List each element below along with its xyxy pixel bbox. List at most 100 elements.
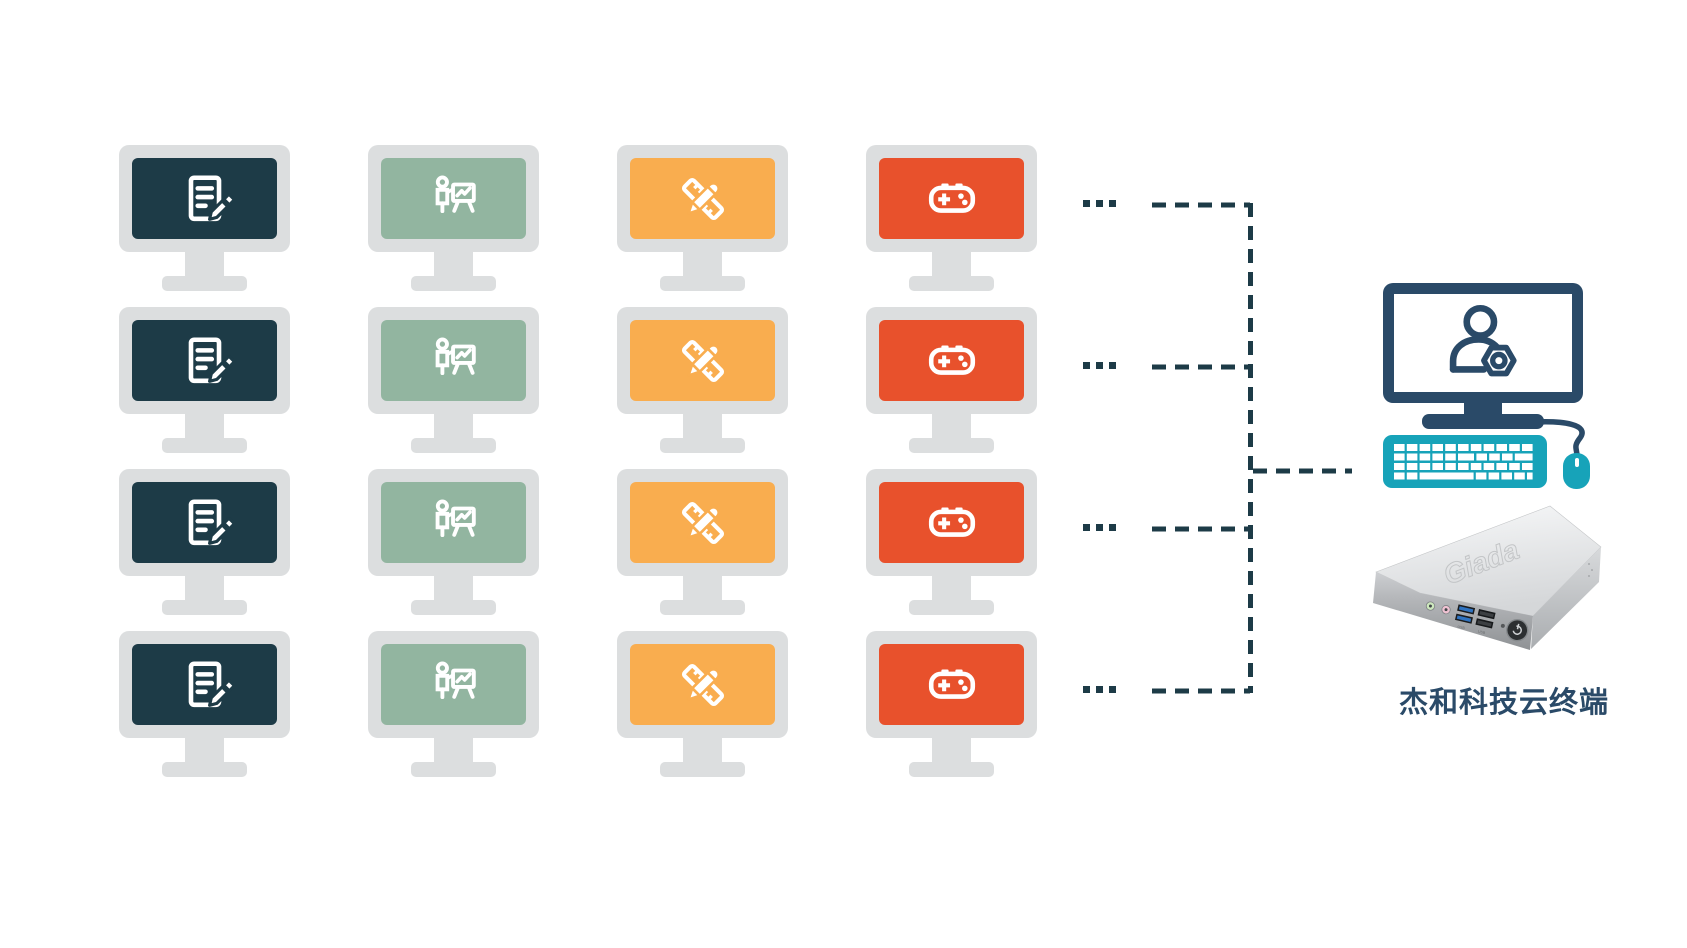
monitor-stand-base bbox=[909, 762, 994, 777]
key-row-spacebar bbox=[1394, 472, 1533, 480]
monitor-stand-base bbox=[162, 276, 247, 291]
client-monitor-design bbox=[617, 145, 788, 291]
client-monitor-presentation bbox=[368, 145, 539, 291]
monitor-bezel bbox=[617, 631, 788, 738]
usb-label-1: USB bbox=[1457, 625, 1466, 631]
monitor-screen bbox=[381, 320, 526, 401]
monitor-screen bbox=[879, 158, 1024, 239]
client-monitor-presentation bbox=[368, 469, 539, 615]
power-button bbox=[1506, 618, 1529, 642]
monitor-stand-neck bbox=[434, 738, 473, 765]
gamepad-icon bbox=[923, 170, 981, 228]
ruler-pencil-icon bbox=[674, 656, 732, 714]
user-settings-icon bbox=[1449, 304, 1517, 377]
monitor-screen bbox=[879, 320, 1024, 401]
reset-hole bbox=[1500, 623, 1505, 628]
monitor-screen bbox=[879, 644, 1024, 725]
client-monitor-design bbox=[617, 307, 788, 453]
monitor-stand-neck bbox=[932, 576, 971, 603]
monitor-screen bbox=[630, 320, 775, 401]
side-vent-dots bbox=[1588, 563, 1593, 577]
document-edit-icon bbox=[176, 656, 234, 714]
document-edit-icon bbox=[176, 494, 234, 552]
admin-monitor-neck bbox=[1464, 400, 1502, 418]
presentation-chart-icon bbox=[425, 170, 483, 228]
monitor-screen bbox=[132, 482, 277, 563]
client-monitor-document bbox=[119, 631, 290, 777]
client-monitor-presentation bbox=[368, 307, 539, 453]
monitor-stand-neck bbox=[683, 738, 722, 765]
monitor-bezel bbox=[866, 469, 1037, 576]
client-monitor-document bbox=[119, 307, 290, 453]
monitor-stand-base bbox=[660, 276, 745, 291]
key-row-2 bbox=[1394, 453, 1533, 461]
monitor-bezel bbox=[617, 469, 788, 576]
monitor-stand-neck bbox=[683, 576, 722, 603]
monitor-stand-base bbox=[162, 438, 247, 453]
dashed-connector-lines bbox=[1152, 202, 1352, 694]
client-monitor-presentation bbox=[368, 631, 539, 777]
cloud-terminal-device: Giada USB USB bbox=[1373, 505, 1602, 650]
mouse-scroll-slit bbox=[1575, 458, 1579, 467]
monitor-stand-base bbox=[909, 276, 994, 291]
monitor-bezel bbox=[368, 631, 539, 738]
monitor-bezel bbox=[119, 469, 290, 576]
monitor-bezel bbox=[866, 145, 1037, 252]
monitor-stand-base bbox=[909, 600, 994, 615]
gamepad-icon bbox=[923, 494, 981, 552]
monitor-screen bbox=[381, 644, 526, 725]
mouse bbox=[1563, 453, 1590, 489]
presentation-chart-icon bbox=[425, 494, 483, 552]
monitor-stand-neck bbox=[434, 252, 473, 279]
monitor-screen bbox=[630, 482, 775, 563]
monitor-stand-base bbox=[660, 600, 745, 615]
monitor-bezel bbox=[368, 469, 539, 576]
key-row-3 bbox=[1394, 463, 1533, 470]
monitor-screen bbox=[132, 158, 277, 239]
monitor-bezel bbox=[368, 145, 539, 252]
monitor-stand-neck bbox=[683, 252, 722, 279]
gamepad-icon bbox=[923, 332, 981, 390]
monitor-stand-base bbox=[909, 438, 994, 453]
monitor-stand-neck bbox=[185, 738, 224, 765]
monitor-stand-base bbox=[660, 438, 745, 453]
monitor-stand-neck bbox=[434, 414, 473, 441]
nut-shape bbox=[1481, 344, 1517, 377]
ruler-pencil-icon bbox=[674, 170, 732, 228]
document-edit-icon bbox=[176, 170, 234, 228]
monitor-stand-neck bbox=[434, 576, 473, 603]
device-front-ports: USB USB bbox=[1425, 601, 1529, 642]
monitor-stand-base bbox=[411, 276, 496, 291]
monitor-stand-base bbox=[660, 762, 745, 777]
document-edit-icon bbox=[176, 332, 234, 390]
monitor-stand-base bbox=[162, 762, 247, 777]
device-side-face bbox=[1531, 547, 1601, 649]
monitor-stand-neck bbox=[932, 252, 971, 279]
ruler-pencil-icon bbox=[674, 494, 732, 552]
monitor-stand-neck bbox=[185, 252, 224, 279]
ruler-pencil-icon bbox=[674, 332, 732, 390]
monitor-stand-base bbox=[162, 600, 247, 615]
usb2-ports bbox=[1475, 609, 1496, 629]
monitor-bezel bbox=[119, 631, 290, 738]
monitor-stand-base bbox=[411, 600, 496, 615]
client-monitor-gaming bbox=[866, 307, 1037, 453]
client-monitor-document bbox=[119, 469, 290, 615]
client-monitor-design bbox=[617, 631, 788, 777]
monitor-bezel bbox=[119, 307, 290, 414]
monitor-screen bbox=[630, 644, 775, 725]
monitor-stand-neck bbox=[185, 414, 224, 441]
monitor-bezel bbox=[617, 307, 788, 414]
client-monitor-gaming bbox=[866, 631, 1037, 777]
monitor-screen bbox=[381, 482, 526, 563]
monitor-stand-neck bbox=[185, 576, 224, 603]
monitor-stand-base bbox=[411, 438, 496, 453]
monitor-stand-neck bbox=[932, 414, 971, 441]
client-monitor-gaming bbox=[866, 469, 1037, 615]
admin-monitor-base bbox=[1422, 414, 1544, 429]
device-caption: 杰和科技云终端 bbox=[1398, 687, 1609, 719]
usb-label-2: USB bbox=[1478, 629, 1487, 635]
device-front-face bbox=[1373, 572, 1533, 650]
monitor-stand-neck bbox=[932, 738, 971, 765]
